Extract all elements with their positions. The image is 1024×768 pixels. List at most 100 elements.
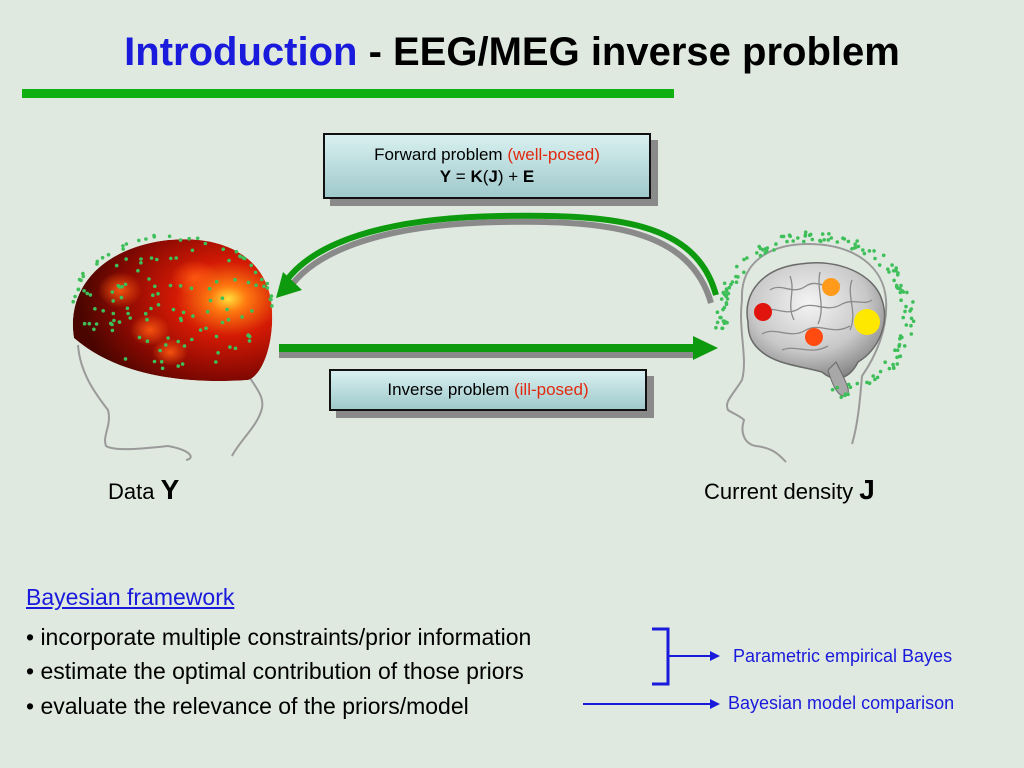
eq-j: J [488, 167, 498, 186]
sensor-dot [116, 284, 121, 288]
sensor-dot [911, 300, 915, 304]
bullet-relevance: • evaluate the relevance of the priors/m… [26, 693, 469, 719]
sensor-dot [123, 282, 128, 287]
sensor-dot [114, 263, 119, 268]
sensor-dot [233, 346, 238, 351]
title-dash: - [357, 30, 393, 74]
sensor-dot [260, 277, 264, 282]
sensor-dot [168, 283, 173, 288]
eq-y: Y [439, 167, 452, 186]
sensor-dot [873, 377, 877, 382]
sensor-dot [216, 351, 220, 355]
eq-k: K [470, 167, 483, 186]
sensor-dot [715, 320, 720, 325]
sensor-dot [791, 239, 795, 243]
sensor-dot [843, 393, 847, 398]
forward-arrow [276, 212, 719, 304]
current-density-label: Current density J [704, 474, 875, 506]
current-density-symbol: J [859, 474, 875, 505]
sensor-dot [715, 310, 720, 315]
sensor-dot [181, 310, 186, 315]
sensor-dot [887, 270, 891, 274]
sensor-dot [895, 362, 900, 366]
sensor-dot [736, 275, 740, 279]
sensor-dot [855, 381, 860, 386]
sensor-dot [724, 288, 729, 293]
bmc-arrow [583, 699, 720, 709]
sensor-dot [877, 263, 882, 267]
sensor-dot [123, 357, 128, 361]
sensor-dot [82, 321, 87, 326]
sensor-dot [112, 318, 116, 323]
sensor-dot [203, 241, 208, 246]
sensor-dot [827, 232, 831, 236]
sensor-dot [221, 247, 225, 251]
sensor-dot [881, 253, 886, 258]
sensor-dot [153, 284, 157, 289]
sensor-dot [124, 257, 128, 261]
right-head-outline [726, 242, 888, 463]
sensor-dot [718, 315, 722, 320]
prior-bracket [652, 627, 670, 686]
sensor-dot [117, 320, 122, 324]
sensor-dot [853, 242, 857, 246]
sensor-dot [772, 248, 776, 252]
sensor-dot [269, 294, 274, 298]
inverse-problem-text: Inverse problem [387, 380, 514, 399]
sensor-dot [85, 291, 89, 296]
sensor-dot [720, 326, 725, 331]
eq-e: E [522, 167, 535, 186]
well-posed-label: (well-posed) [507, 145, 600, 164]
sensor-dot [249, 263, 253, 268]
sensor-dot [897, 344, 901, 349]
sensor-dot [198, 328, 203, 332]
sensor-dot [878, 369, 883, 374]
sensor-dot [149, 306, 153, 311]
sensor-dot [174, 256, 178, 260]
sensor-dot [152, 235, 157, 239]
sensor-dot [101, 309, 105, 313]
sensor-dot [714, 325, 718, 330]
forward-problem-box: Forward problem (well-posed) Y = K(J) + … [323, 133, 651, 199]
sensor-dot [225, 307, 229, 312]
sensor-dot [145, 317, 149, 322]
sensor-dot [169, 256, 173, 261]
slide-title: Introduction - EEG/MEG inverse problem [0, 30, 1024, 75]
sensor-dot [726, 291, 731, 296]
sensor-dot [247, 339, 252, 343]
sensor-dot [214, 279, 219, 284]
sensor-dot [862, 251, 867, 256]
sensor-dot [178, 284, 183, 288]
bayesian-model-comparison-label: Bayesian model comparison [728, 693, 955, 713]
sensor-dot [180, 362, 185, 366]
forward-equation: Y = K(J) + E [325, 166, 649, 188]
sensor-dot [867, 381, 872, 386]
sensor-dot [755, 251, 759, 255]
sensor-dot [121, 244, 125, 248]
sensor-dot [128, 316, 132, 320]
sensor-dot [883, 360, 887, 365]
sensor-dot [727, 285, 732, 290]
sensor-dot [774, 242, 778, 246]
sensor-dot [875, 375, 880, 380]
sensor-dot [265, 281, 270, 286]
data-label-symbol: Y [160, 474, 180, 505]
eq-plus: + [503, 167, 523, 186]
sensor-dot [861, 248, 865, 252]
sensor-dot [156, 303, 161, 307]
sensor-dot [253, 270, 258, 275]
sensor-dot [898, 354, 903, 359]
sensor-dot [95, 262, 99, 266]
sensor-dot [176, 364, 180, 368]
title-introduction: Introduction [124, 30, 358, 74]
current-density-text: Current density [704, 479, 860, 504]
sensor-dot [850, 247, 854, 251]
sensor-dot [158, 348, 162, 353]
sensor-dot [182, 344, 187, 348]
sensor-dot [722, 281, 727, 286]
sensor-dot [143, 311, 148, 316]
sensor-dot [890, 263, 894, 267]
sensor-dot [871, 374, 875, 378]
sensor-dot [119, 295, 124, 300]
sensor-dot [846, 382, 851, 387]
